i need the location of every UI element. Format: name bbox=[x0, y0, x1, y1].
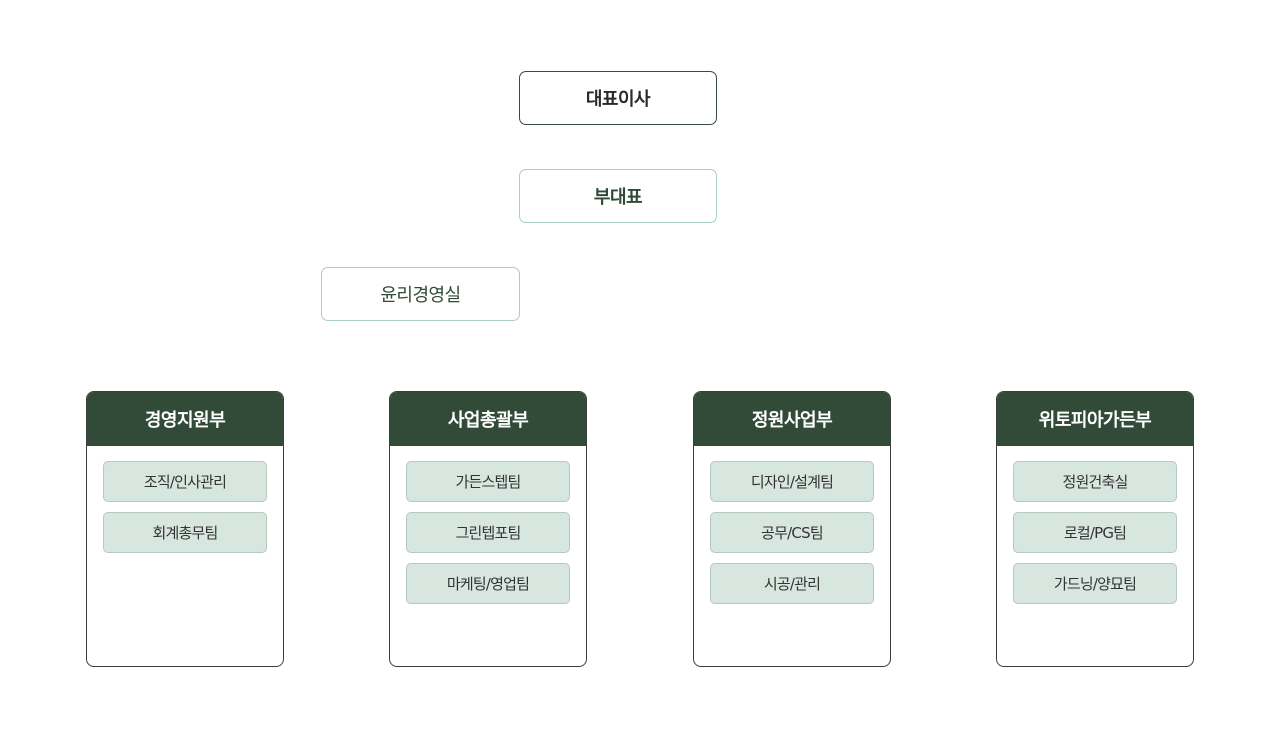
team-item: 마케팅/영업팀 bbox=[406, 563, 570, 604]
ceo-label: 대표이사 bbox=[585, 89, 651, 110]
team-item: 정원건축실 bbox=[1013, 461, 1177, 502]
team-item: 공무/CS팀 bbox=[710, 512, 874, 553]
department-header: 경영지원부 bbox=[87, 392, 283, 446]
team-item: 시공/관리 bbox=[710, 563, 874, 604]
department-header: 사업총괄부 bbox=[390, 392, 586, 446]
team-item: 가드닝/양묘팀 bbox=[1013, 563, 1177, 604]
team-item: 회계총무팀 bbox=[103, 512, 267, 553]
team-item: 조직/인사관리 bbox=[103, 461, 267, 502]
department-management-support: 경영지원부 조직/인사관리 회계총무팀 bbox=[86, 391, 284, 667]
department-garden-business: 정원사업부 디자인/설계팀 공무/CS팀 시공/관리 bbox=[693, 391, 891, 667]
team-item: 로컬/PG팀 bbox=[1013, 512, 1177, 553]
team-list: 가든스텝팀 그린텝포팀 마케팅/영업팀 bbox=[390, 446, 586, 604]
team-item: 디자인/설계팀 bbox=[710, 461, 874, 502]
team-list: 조직/인사관리 회계총무팀 bbox=[87, 446, 283, 553]
vice-president-box: 부대표 bbox=[519, 169, 717, 223]
team-list: 정원건축실 로컬/PG팀 가드닝/양묘팀 bbox=[997, 446, 1193, 604]
department-business-general: 사업총괄부 가든스텝팀 그린텝포팀 마케팅/영업팀 bbox=[389, 391, 587, 667]
department-header: 정원사업부 bbox=[694, 392, 890, 446]
ethics-office-label: 윤리경영실 bbox=[380, 285, 461, 306]
team-list: 디자인/설계팀 공무/CS팀 시공/관리 bbox=[694, 446, 890, 604]
vice-president-label: 부대표 bbox=[593, 187, 643, 208]
team-item: 그린텝포팀 bbox=[406, 512, 570, 553]
ethics-office-box: 윤리경영실 bbox=[321, 267, 520, 321]
ceo-box: 대표이사 bbox=[519, 71, 717, 125]
team-item: 가든스텝팀 bbox=[406, 461, 570, 502]
department-header: 위토피아가든부 bbox=[997, 392, 1193, 446]
department-wetopia-garden: 위토피아가든부 정원건축실 로컬/PG팀 가드닝/양묘팀 bbox=[996, 391, 1194, 667]
